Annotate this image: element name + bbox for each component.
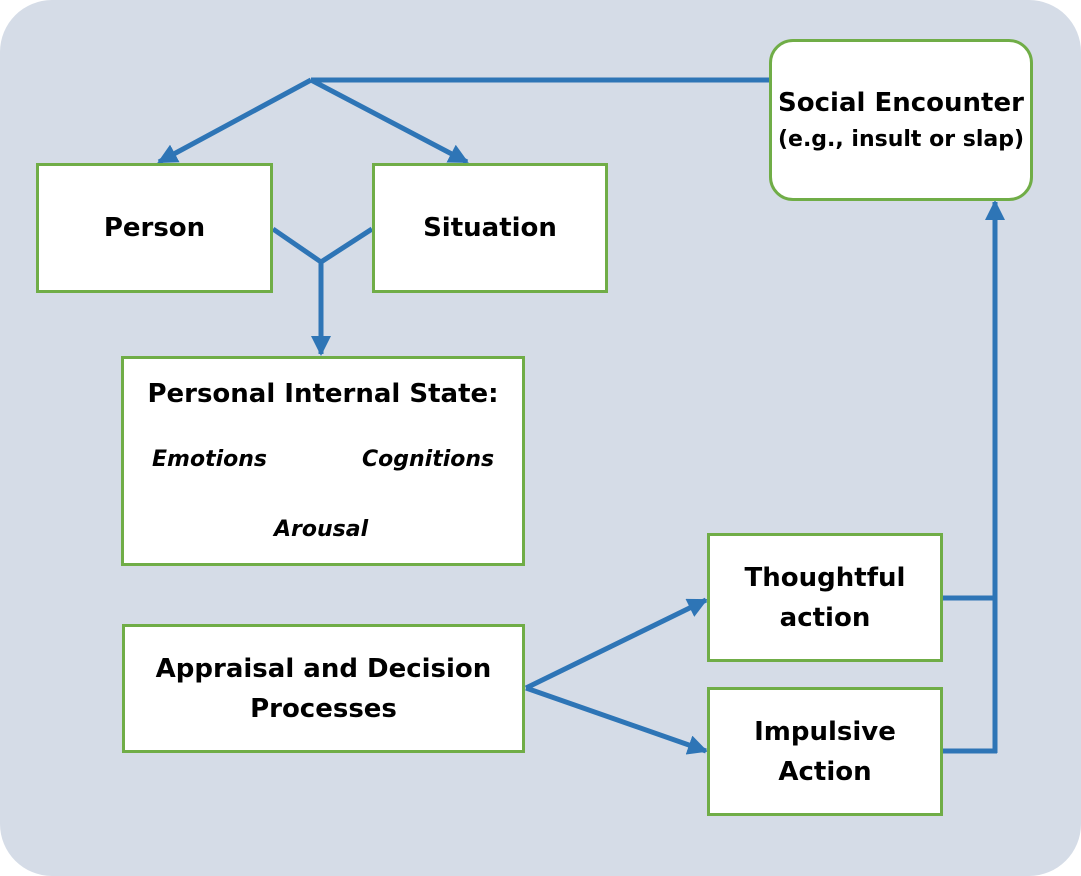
appraisal-label-line2: Processes [250,693,397,724]
emotions-label: Emotions [152,447,267,472]
appraisal-label-line1: Appraisal and Decision [155,653,492,684]
arousal-label: Arousal [274,517,369,542]
thoughtful-label-line2: action [779,602,871,633]
social-encounter-example: (e.g., insult or slap) [777,127,1025,152]
situation-label: Situation [423,213,557,243]
impulsive-label-line1: Impulsive [754,716,896,747]
impulsive-action-node: Impulsive Action [707,687,943,816]
thoughtful-action-node: Thoughtful action [707,533,943,662]
internal-state-node: Personal Internal State: Emotions Cognit… [121,356,525,566]
appraisal-node: Appraisal and Decision Processes [122,624,525,753]
person-label: Person [103,213,206,243]
impulsive-label-line2: Action [778,756,872,787]
internal-state-title: Personal Internal State: [147,379,499,409]
situation-node: Situation [372,163,608,293]
social-encounter-title: Social Encounter [778,88,1024,118]
person-node: Person [36,163,273,293]
thoughtful-label-line1: Thoughtful [744,562,906,593]
cognitions-label: Cognitions [362,447,495,472]
social-encounter-node: Social Encounter (e.g., insult or slap) [769,39,1033,201]
